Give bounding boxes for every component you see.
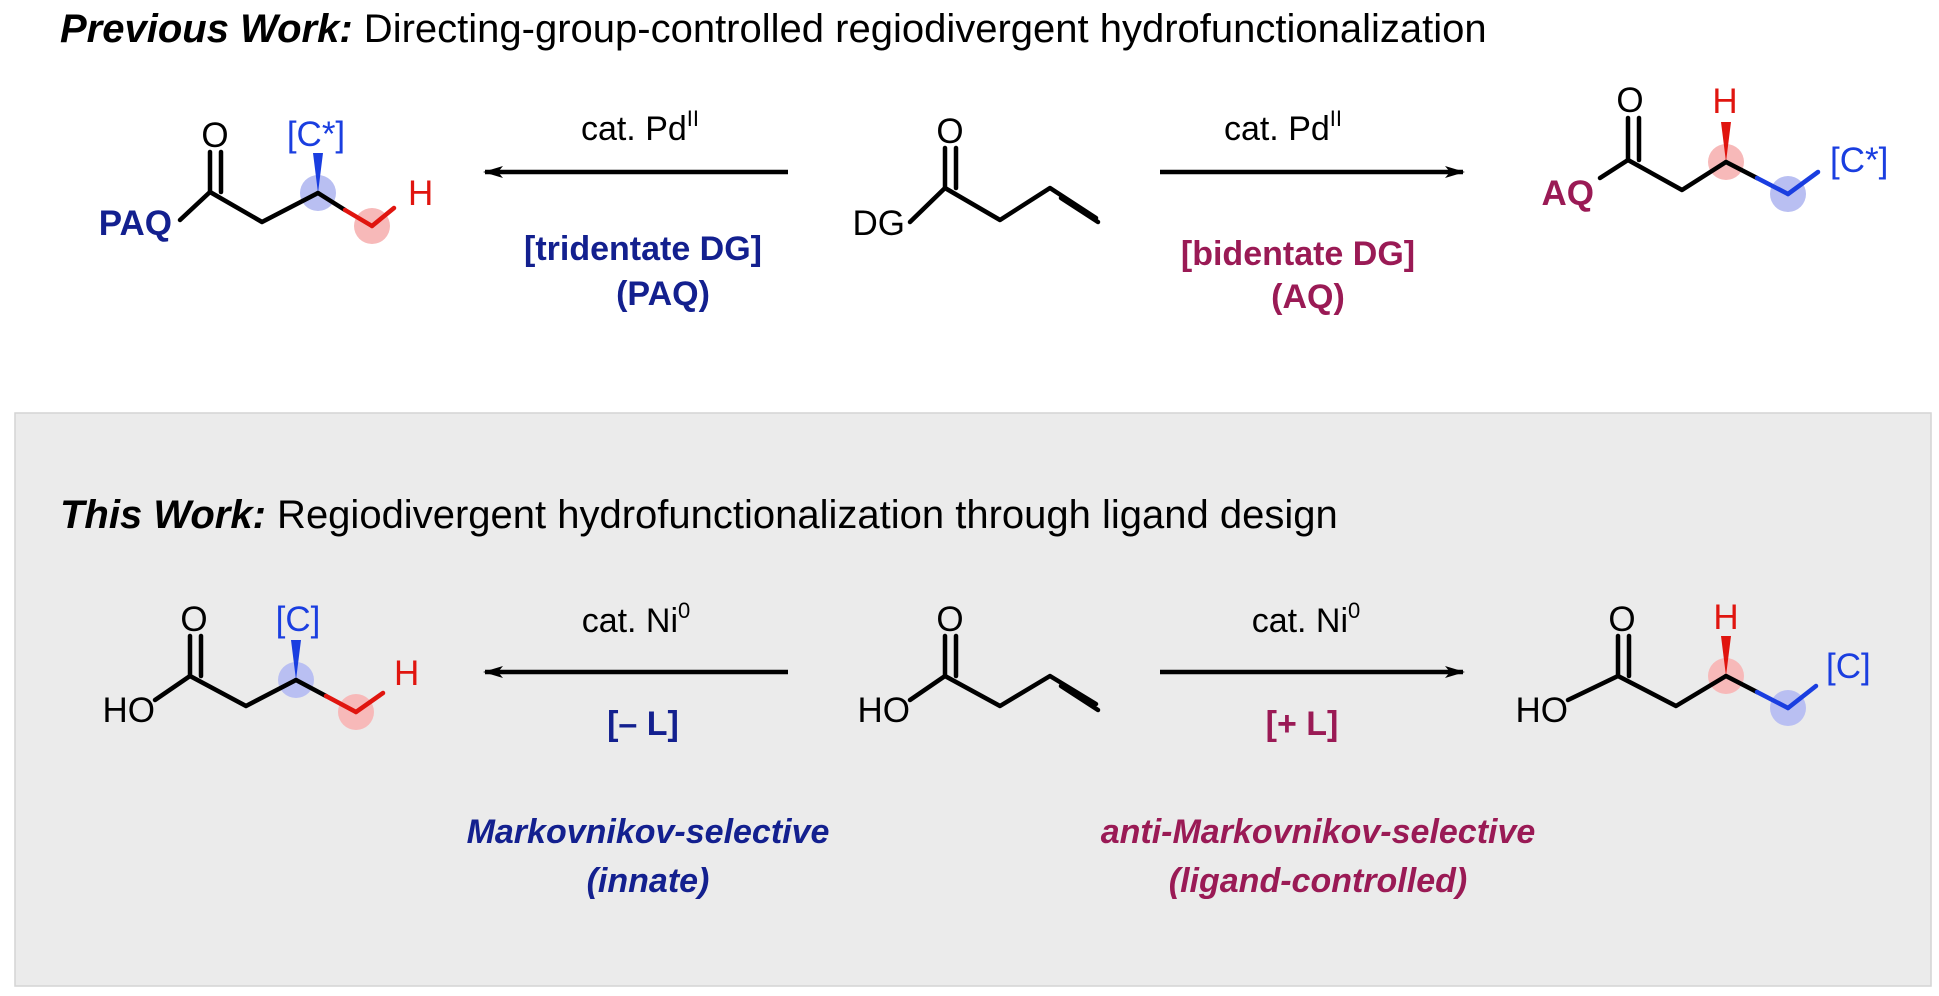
innate-label: (innate) — [587, 862, 710, 900]
hydrogen-label: H — [1712, 82, 1737, 121]
right-reagent-previous: cat. PdII — [1224, 106, 1342, 148]
paq-group: PAQ — [99, 204, 172, 243]
carbonyl-oxygen: O — [180, 600, 207, 639]
aq-label: (AQ) — [1271, 278, 1345, 316]
carbonyl-oxygen: O — [201, 116, 228, 155]
paq-label: (PAQ) — [616, 275, 710, 313]
substrate-this-work: O HO — [858, 600, 1101, 730]
hydrogen-label: H — [408, 174, 433, 213]
plus-ligand-label: [+ L] — [1266, 705, 1339, 743]
wedge-bond — [313, 153, 323, 193]
substrate-previous: O DG — [853, 112, 1101, 243]
hydroxyl-label: HO — [858, 691, 911, 730]
left-product-this-work: O HO [C] H — [103, 600, 419, 730]
hydrogen-label: H — [394, 654, 419, 693]
wedge-bond — [1721, 636, 1731, 676]
right-product-previous: O AQ H [C*] — [1542, 81, 1889, 213]
bidentate-dg-label: [bidentate DG] — [1181, 235, 1415, 273]
substituent-label: [C] — [276, 600, 321, 639]
left-product-previous: O PAQ [C*] H — [99, 115, 433, 244]
right-reagent-this-work: cat. Ni0 — [1252, 598, 1361, 640]
carbonyl-oxygen: O — [936, 112, 963, 151]
previous-work-heading: Previous Work: Directing-group-controlle… — [60, 7, 1487, 51]
substituent-label: [C] — [1826, 647, 1871, 686]
ligand-controlled-label: (ligand-controlled) — [1169, 862, 1467, 900]
carbonyl-oxygen: O — [1608, 600, 1635, 639]
aq-group: AQ — [1542, 174, 1595, 213]
this-work-heading: This Work: Regiodivergent hydrofunctiona… — [60, 493, 1338, 537]
hydrogen-label: H — [1713, 598, 1738, 637]
carbonyl-oxygen: O — [1616, 81, 1643, 120]
substituent-label: [C*] — [287, 115, 345, 154]
tridentate-dg-label: [tridentate DG] — [524, 230, 762, 268]
markovnikov-selective-label: Markovnikov-selective — [467, 813, 830, 851]
wedge-bond — [1721, 122, 1731, 162]
hydroxyl-label: HO — [103, 691, 156, 730]
substituent-label: [C*] — [1830, 141, 1888, 180]
carbonyl-oxygen: O — [936, 600, 963, 639]
minus-ligand-label: [– L] — [607, 705, 679, 743]
wedge-bond — [291, 640, 301, 680]
left-reagent-this-work: cat. Ni0 — [582, 598, 691, 640]
right-product-this-work: O HO H [C] — [1516, 598, 1871, 730]
left-reagent-previous: cat. PdII — [581, 106, 699, 148]
dg-label: DG — [853, 204, 906, 243]
hydroxyl-label: HO — [1516, 691, 1569, 730]
anti-markovnikov-selective-label: anti-Markovnikov-selective — [1101, 813, 1536, 851]
